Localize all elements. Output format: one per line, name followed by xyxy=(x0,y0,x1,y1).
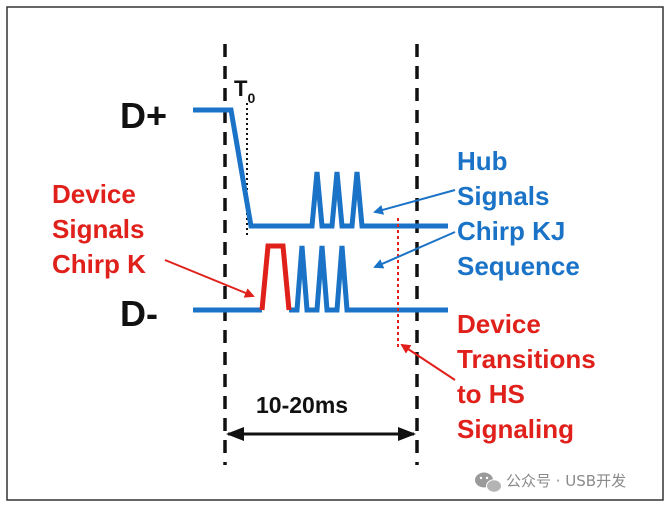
device-chirp-label-line-2: Signals xyxy=(52,214,144,244)
d-minus-hub-chirp-waveform xyxy=(289,245,448,313)
watermark: 公众号 · USB开发 xyxy=(475,472,626,493)
device-chirp-label-line-3: Chirp K xyxy=(52,249,146,279)
hub-label-line-1: Hub xyxy=(457,146,508,176)
hub-label-line-4: Sequence xyxy=(457,251,580,281)
device-transition-label: Device Transitions to HS Signaling xyxy=(457,309,596,444)
device-chirp-label: Device Signals Chirp K xyxy=(52,179,146,279)
device-chirp-label-line-1: Device xyxy=(52,179,136,209)
hub-label-line-2: Signals xyxy=(457,181,549,211)
t0-subscript: 0 xyxy=(247,90,255,106)
d-minus-label: D- xyxy=(120,293,158,334)
d-plus-label: D+ xyxy=(120,95,167,136)
device-transition-line-1: Device xyxy=(457,309,541,339)
device-chirp-arrow xyxy=(164,259,255,298)
diagram-frame xyxy=(6,6,664,501)
device-transition-line-4: Signaling xyxy=(457,414,574,444)
duration-label: 10-20ms xyxy=(256,392,348,418)
device-transition-line-2: Transitions xyxy=(457,344,596,374)
device-chirp-k-pulse xyxy=(259,243,292,311)
d-plus-waveform xyxy=(193,107,448,229)
t0-label: T0 xyxy=(234,76,255,106)
hub-signal-arrow-d-minus xyxy=(373,231,456,269)
watermark-text: 公众号 · USB开发 xyxy=(506,472,626,490)
device-transition-line-3: to HS xyxy=(457,379,525,409)
wechat-icon xyxy=(475,472,502,493)
hub-label-line-3: Chirp KJ xyxy=(457,216,565,246)
t0-main: T xyxy=(234,76,248,101)
hub-signal-arrow-d-plus xyxy=(373,189,456,215)
device-transition-arrow xyxy=(400,343,456,381)
hub-signals-label: Hub Signals Chirp KJ Sequence xyxy=(457,146,580,281)
